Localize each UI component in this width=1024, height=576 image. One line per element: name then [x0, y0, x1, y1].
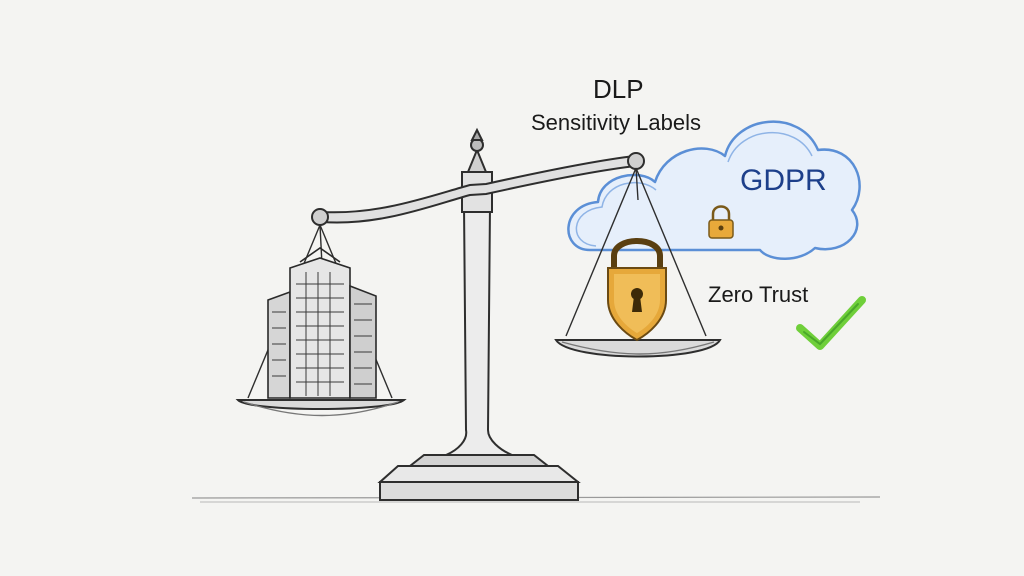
scale-base	[377, 454, 581, 501]
shield-lock-icon	[607, 238, 667, 342]
label-dlp: DLP	[593, 74, 644, 104]
label-gdpr: GDPR	[740, 164, 827, 197]
label-zero-trust: Zero Trust	[708, 282, 809, 307]
scale-pillar	[445, 127, 513, 456]
padlock-icon	[708, 205, 734, 239]
scale-beam	[311, 152, 645, 226]
label-sensitivity-labels: Sensitivity Labels	[531, 110, 701, 135]
cloud-icon	[567, 120, 861, 260]
office-building-icon	[267, 247, 377, 399]
right-pan	[554, 167, 722, 358]
checkmark-icon	[796, 296, 866, 350]
